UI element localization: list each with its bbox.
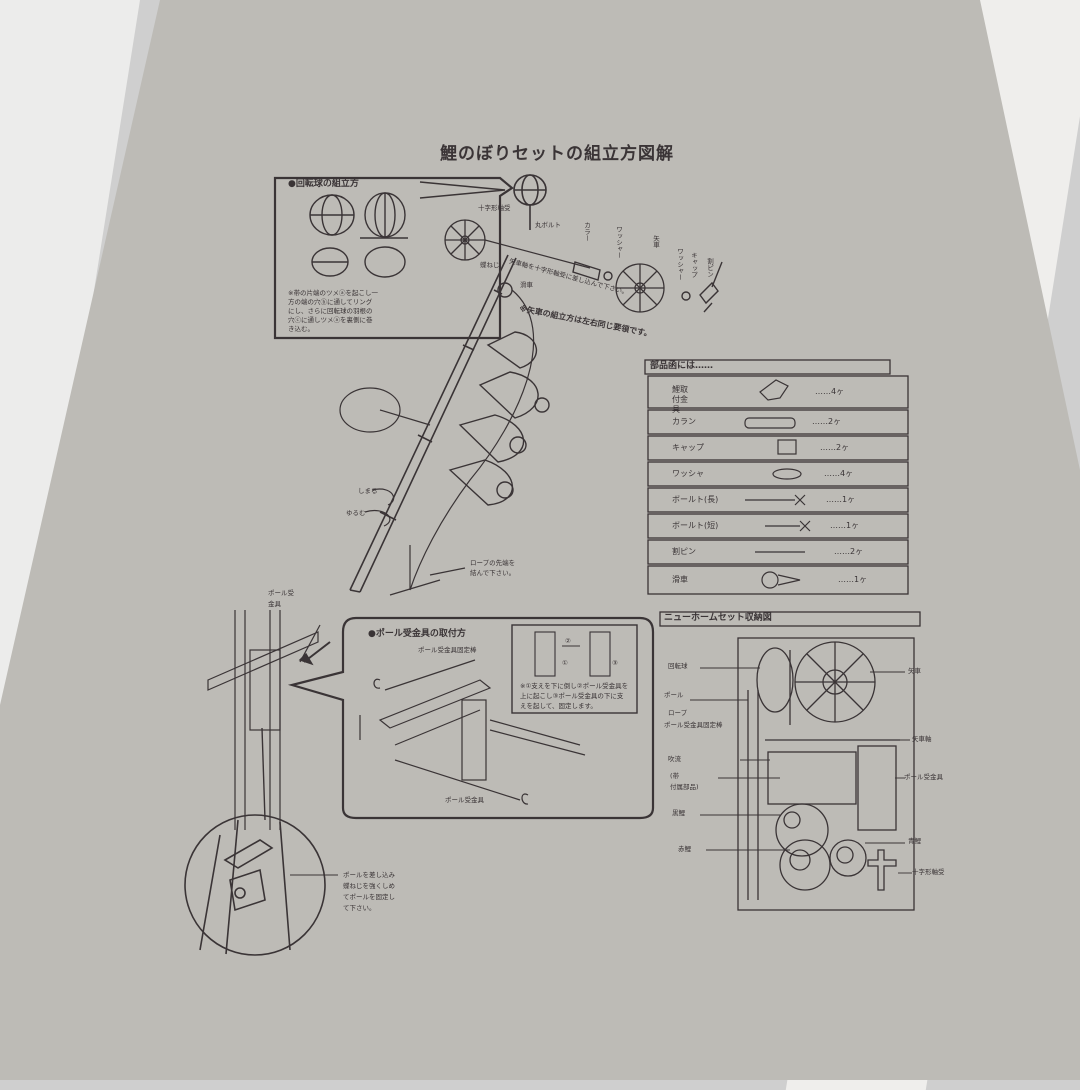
insert-note-line: てポールを固定し — [343, 893, 395, 901]
part-qty: ……2ヶ — [834, 547, 864, 556]
storage-label-yaguruma: 矢車 — [908, 667, 921, 675]
label-washer-2: ワッシャー — [675, 248, 684, 281]
rotator-sketch-1 — [309, 194, 355, 277]
bracket-assembly — [359, 659, 586, 805]
bracket-box-heading: ●ポール受金具の取付方 — [368, 629, 466, 639]
step-number: ① — [562, 659, 568, 667]
label-tighten: しまる — [358, 487, 378, 495]
rotator-box-heading: ●回転球の組立方 — [288, 179, 359, 189]
storage-label-blue-carp: 青鯉 — [908, 837, 921, 845]
part-name: キャップ — [672, 443, 704, 452]
insert-note-line: て下さい。 — [343, 904, 376, 912]
storage-label-red-carp: 赤鯉 — [678, 845, 691, 853]
part-name: 滑車 — [672, 575, 688, 584]
part-name: 割ピン — [672, 547, 696, 556]
step-number: ② — [565, 637, 571, 645]
rotator-note-line: ※帯の片端のツメⓐを起こし一 — [288, 289, 378, 297]
label-pulley: 滑車 — [520, 281, 533, 289]
pole-bracket-label: ポール受 — [268, 589, 294, 597]
parts-heading: 部品函には…… — [650, 361, 714, 371]
label-split-pin: 割ピン — [705, 258, 714, 278]
rotator-globe — [513, 174, 547, 230]
step-number: ③ — [612, 659, 618, 667]
storage-label-bracket: ポール受金具 — [904, 773, 943, 781]
insert-note-line: 蝶ねじを強くしめ — [343, 882, 395, 890]
rope-note-line: 結んで下さい。 — [470, 569, 516, 577]
yaguruma-right — [615, 263, 665, 313]
label-screw: 蝶ねじ — [480, 261, 500, 269]
storage-label-black-carp: 黒鯉 — [672, 809, 685, 817]
bracket-note-line: ※①支えを下に倒し②ポール受金具を — [520, 682, 629, 690]
part-name: カラン — [672, 417, 696, 426]
bracket-note-line: 上に起こし③ポール受金具の下に支 — [520, 692, 624, 700]
yaguruma-left — [444, 219, 486, 261]
part-qty: ……1ヶ — [838, 575, 868, 584]
storage-heading-frame — [659, 611, 921, 627]
bracket-note-line: えを起して、固定します。 — [520, 702, 597, 710]
part-qty: ……1ヶ — [830, 521, 860, 530]
storage-label-pole: ポール — [664, 691, 684, 699]
bracket-box-frame — [287, 616, 655, 820]
label-washer: ワッシャー — [614, 226, 623, 259]
rotator-box-frame — [273, 176, 514, 340]
parts-icons — [744, 379, 811, 589]
storage-diagram — [690, 637, 915, 911]
rotator-note-line: にし、さらに回転球の羽根の — [288, 307, 373, 315]
part-name: ワッシャ — [672, 469, 704, 478]
storage-label-fix-rod: ポール受金具固定棒 — [664, 721, 723, 729]
storage-label-streamer: 吹流 — [668, 755, 681, 763]
parts-table-frame — [644, 359, 909, 595]
label-fix-rod: ポール受金具固定棒 — [418, 646, 477, 654]
label-loosen: ゆるむ — [346, 509, 366, 517]
rotator-note-line: き込む。 — [288, 325, 314, 333]
part-name: ボールト(長) — [672, 495, 719, 504]
label-round-bolt: 丸ボルト — [535, 221, 561, 229]
part-qty: ……4ヶ — [815, 387, 845, 396]
pole-bracket-label: 金具 — [268, 600, 281, 608]
label-cross-bearing: 十字形軸受 — [478, 204, 511, 212]
magnifier-detail — [184, 814, 326, 956]
main-pole — [349, 254, 517, 593]
rope-note-line: ロープの先端を — [470, 559, 516, 567]
part-name: ボールト(短) — [672, 521, 719, 530]
storage-label-accessories: 付属部品) — [670, 783, 699, 791]
rotator-note-line: 方の端の穴ⓑに通してリング — [288, 298, 373, 306]
carp-streamers — [448, 331, 550, 506]
part-qty: ……2ヶ — [812, 417, 842, 426]
insert-note-line: ポールを差し込み — [343, 871, 395, 879]
label-cap: キャップ — [689, 252, 698, 278]
part-qty: ……4ヶ — [824, 469, 854, 478]
page-title: 鯉のぼりセットの組立方図解 — [440, 144, 674, 164]
storage-heading: ニューホームセット収納図 — [664, 613, 772, 623]
storage-label-rope: ロープ — [668, 709, 688, 717]
rotator-sketch-2 — [360, 192, 408, 278]
storage-label-obi: (帯 — [670, 772, 680, 780]
storage-label-yaguruma-axis: 矢車軸 — [912, 735, 932, 743]
rotator-note-line: 穴ⓒに通しツメⓐを裏側に巻 — [288, 316, 373, 324]
bracket-steps-inset — [511, 624, 638, 714]
part-qty: ……1ヶ — [826, 495, 856, 504]
part-qty: ……2ヶ — [820, 443, 850, 452]
rope-stake — [389, 545, 466, 596]
label-collar: カラー — [582, 222, 591, 242]
storage-label-rotator: 回転球 — [668, 662, 688, 670]
clip-detail — [339, 387, 431, 433]
part-name: 鯉取付金具 — [672, 385, 688, 414]
storage-label-cross-bearing: 十字形軸受 — [912, 868, 945, 876]
label-yaguruma: 矢車 — [651, 235, 660, 248]
label-pole-bracket: ポール受金具 — [445, 796, 484, 804]
